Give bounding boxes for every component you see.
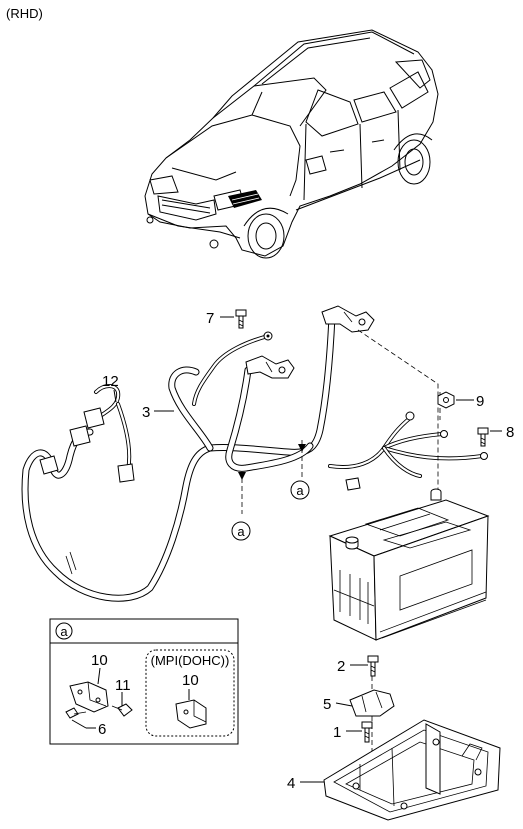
callout-7: 7 bbox=[206, 310, 214, 327]
reference-mark-a-upper: a bbox=[290, 480, 310, 500]
reference-mark-a-lower: a bbox=[231, 521, 251, 541]
detail-callout-11: 11 bbox=[115, 677, 131, 694]
battery bbox=[328, 488, 490, 641]
detail-ref-label: a bbox=[60, 624, 68, 639]
bolt-2 bbox=[367, 655, 379, 677]
mpi-ground-bracket bbox=[175, 699, 207, 729]
battery-location-marker bbox=[228, 190, 262, 208]
nut-11 bbox=[111, 703, 133, 717]
callout-3: 3 bbox=[142, 404, 150, 421]
mpi-dohc-label: (MPI(DOHC)) bbox=[151, 653, 230, 668]
ground-bracket bbox=[69, 681, 109, 713]
battery-tray bbox=[323, 719, 501, 821]
ground-wire-upper bbox=[192, 331, 273, 406]
vehicle-illustration bbox=[144, 29, 439, 259]
battery-cable-branch bbox=[168, 366, 314, 472]
mpi-callout-10: 10 bbox=[182, 672, 199, 689]
nut-9 bbox=[437, 391, 455, 409]
callout-2: 2 bbox=[337, 658, 345, 675]
bolt-6 bbox=[65, 707, 87, 719]
detail-callout-10: 10 bbox=[91, 652, 108, 669]
reference-mark-label: a bbox=[296, 483, 304, 498]
callout-8: 8 bbox=[506, 424, 514, 441]
reference-mark-label: a bbox=[237, 524, 245, 539]
callout-1: 1 bbox=[333, 724, 341, 741]
negative-terminal-clamp bbox=[245, 355, 295, 379]
callout-5: 5 bbox=[323, 696, 331, 713]
callout-9: 9 bbox=[476, 393, 484, 410]
callout-12: 12 bbox=[102, 373, 119, 390]
variant-label: (RHD) bbox=[6, 6, 43, 21]
callout-4: 4 bbox=[287, 775, 295, 792]
battery-sensor-harness bbox=[39, 384, 135, 483]
detail-callout-6: 6 bbox=[98, 721, 106, 738]
battery-hold-down-clamp bbox=[349, 689, 395, 717]
detail-box-a: a 10 11 6 (MPI(DOHC)) 10 bbox=[49, 618, 239, 745]
bolt-1 bbox=[361, 721, 373, 743]
bolt-8 bbox=[477, 427, 489, 447]
bolt-7 bbox=[235, 309, 247, 329]
battery-wire-bundle bbox=[328, 411, 488, 491]
positive-terminal-clamp bbox=[321, 305, 375, 333]
